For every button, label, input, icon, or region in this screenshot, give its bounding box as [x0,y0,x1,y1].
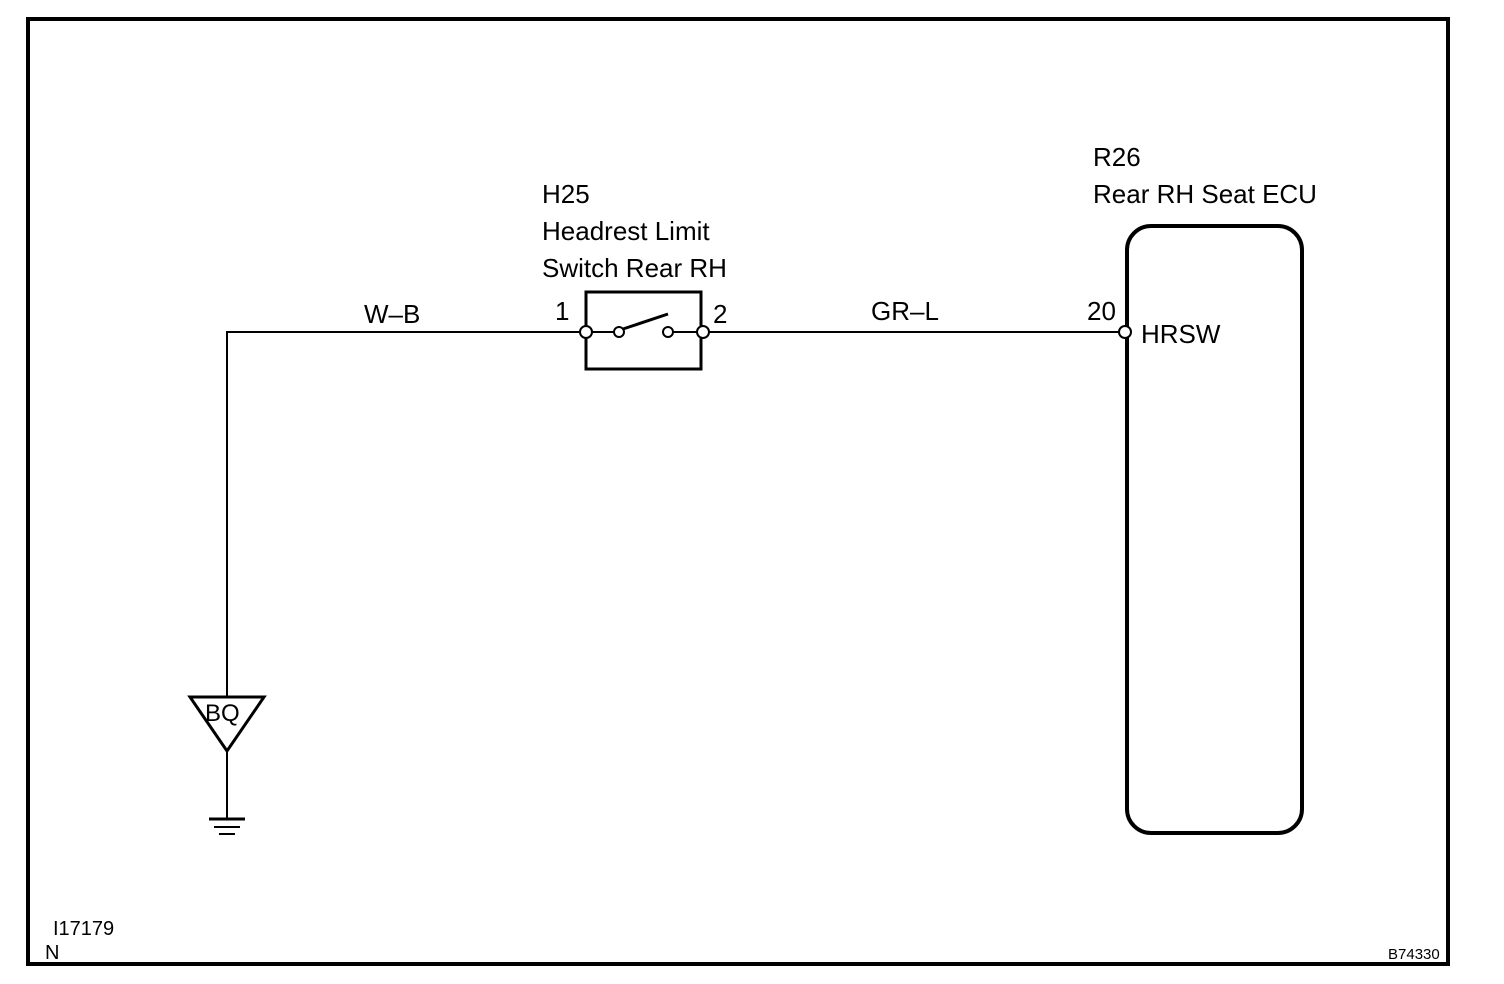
wire-gr-l-label: GR–L [871,296,939,326]
switch-name-line2: Switch Rear RH [542,253,727,283]
switch-pin-2-terminal [696,325,710,339]
ecu-name: Rear RH Seat ECU [1093,179,1317,209]
switch-pin-2-label: 2 [713,299,728,329]
switch-contact-right [662,326,674,338]
switch-pin-1-label: 1 [555,296,570,326]
ecu-code: R26 [1093,142,1141,172]
diagram-frame [26,17,1450,966]
ecu-pin-20-label: 20 [1087,296,1116,326]
switch-blade [622,312,669,331]
switch-contact-left [613,326,625,338]
wire-w-b-label: W–B [364,299,421,329]
switch-code: H25 [542,179,590,209]
switch-box [584,290,703,371]
ecu-terminal-hrsw: HRSW [1141,319,1221,349]
figure-note: N [45,942,60,964]
ground-point-label: BQ [205,700,240,727]
wire-w-b [226,331,581,697]
ecu-box [1125,224,1304,835]
reference-code: B74330 [1388,946,1440,963]
figure-id: I17179 [53,918,115,940]
switch-pin-1-terminal [579,325,593,339]
ground-point-triangle [187,695,267,754]
ecu-pin-20-terminal [1118,325,1132,339]
switch-name-line1: Headrest Limit [542,216,710,246]
